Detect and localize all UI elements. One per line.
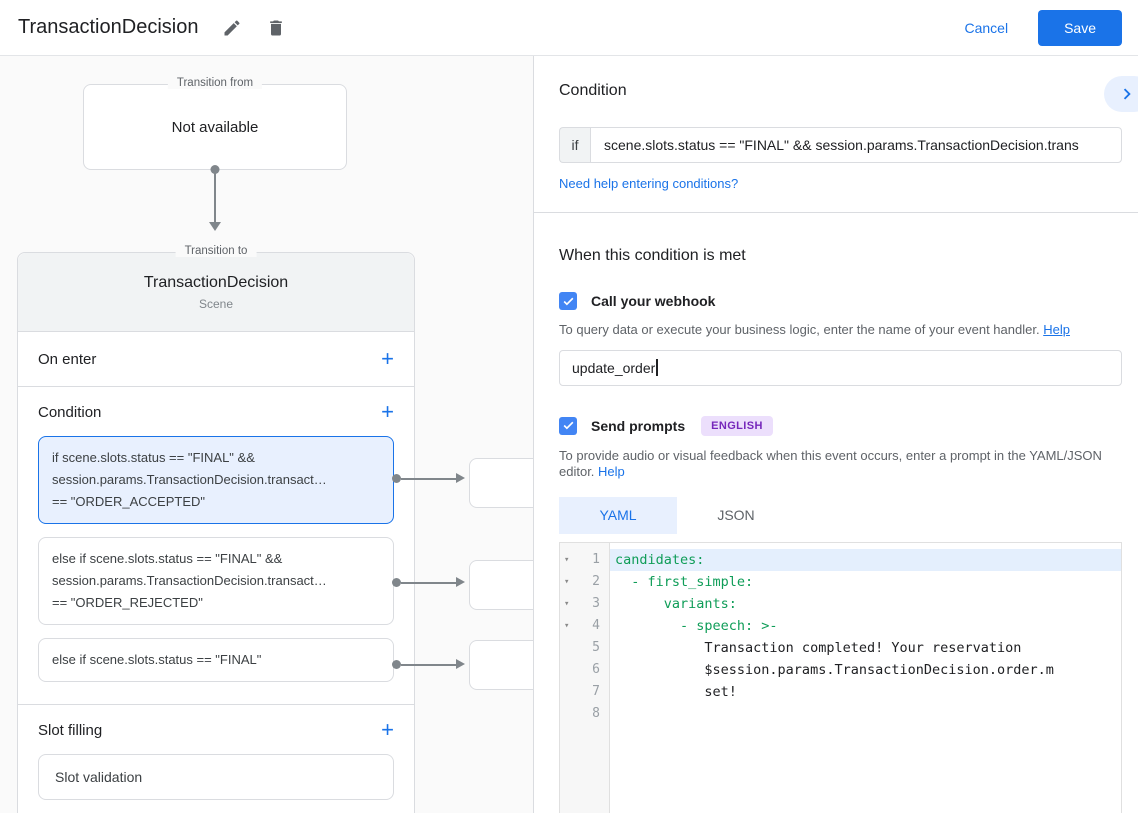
code-line[interactable] <box>610 703 1121 725</box>
line-number: 1 <box>592 552 600 567</box>
fold-arrow-icon[interactable]: ▾ <box>564 598 570 609</box>
line-number: 6 <box>592 662 600 677</box>
connector-line <box>214 169 216 222</box>
tab-yaml[interactable]: YAML <box>559 496 677 534</box>
slot-filling-section: Slot filling + Slot validation <box>18 705 414 813</box>
panel-title: Condition <box>559 82 627 99</box>
add-on-enter-button[interactable]: + <box>381 346 394 371</box>
fold-arrow-icon[interactable]: ▾ <box>564 554 570 565</box>
transition-target-box[interactable] <box>469 640 533 690</box>
slot-filling-label: Slot filling <box>38 721 103 739</box>
prompts-checkbox[interactable] <box>559 416 577 435</box>
prompts-label[interactable]: Send prompts <box>591 417 686 434</box>
transition-from-box: Transition from Not available <box>83 77 347 174</box>
connector-dot <box>392 660 401 669</box>
on-enter-section: On enter + <box>18 332 414 387</box>
condition-detail-panel: Condition if scene.slots.status == "FINA… <box>533 56 1138 813</box>
code-line[interactable]: candidates: <box>610 548 1121 571</box>
save-button[interactable]: Save <box>1038 9 1122 46</box>
fold-arrow-icon[interactable]: ▾ <box>564 576 570 587</box>
condition-section: Condition + if scene.slots.status == "FI… <box>18 387 414 704</box>
yaml-editor[interactable]: ▾ 1 ▾ 2 ▾ 3 ▾ 4 5 6 7 8 candidates: - first_simple:… <box>559 541 1122 813</box>
scene-diagram-canvas: Transition from Not available Transition… <box>0 56 533 813</box>
transition-target-box[interactable] <box>469 560 533 610</box>
webhook-label[interactable]: Call your webhook <box>591 293 716 309</box>
line-number: 5 <box>592 640 600 655</box>
line-number: 8 <box>592 706 600 721</box>
connector-line <box>401 582 456 584</box>
tab-json[interactable]: JSON <box>717 507 755 523</box>
scene-name: TransactionDecision <box>143 273 289 291</box>
page-title: TransactionDecision <box>18 16 199 38</box>
delete-scene-button[interactable] <box>266 18 286 38</box>
add-slot-button[interactable]: + <box>381 717 394 742</box>
webhook-checkbox[interactable] <box>559 292 577 310</box>
app-header: TransactionDecision Cancel Save <box>0 0 1138 56</box>
arrowhead-down-icon <box>209 222 221 231</box>
section-divider <box>18 704 414 705</box>
chevron-right-icon <box>1123 88 1131 100</box>
webhook-help-link[interactable]: Help <box>1043 322 1070 337</box>
connector-line <box>401 478 456 480</box>
webhook-hint: To query data or execute your business l… <box>559 322 1040 337</box>
code-line[interactable]: set! <box>615 683 737 700</box>
code-line[interactable]: - first_simple: <box>615 573 754 590</box>
transition-from-value: Not available <box>171 118 259 136</box>
collapse-panel-button[interactable] <box>1104 76 1138 112</box>
add-condition-button[interactable]: + <box>381 399 394 424</box>
slot-validation-card[interactable]: Slot validation <box>38 754 394 800</box>
scene-header: TransactionDecision Scene <box>18 253 414 332</box>
language-badge: ENGLISH <box>701 415 773 436</box>
panel-divider <box>534 212 1138 213</box>
code-line[interactable]: - speech: >- <box>615 617 778 634</box>
if-prefix: if <box>559 127 590 163</box>
connector-dot <box>392 578 401 587</box>
prompts-hint: To provide audio or visual feedback when… <box>559 447 1102 480</box>
arrowhead-right-icon <box>456 577 465 587</box>
scene-type: Scene <box>198 296 234 311</box>
condition-card-accepted[interactable]: if scene.slots.status == "FINAL" && sess… <box>38 436 394 524</box>
cancel-button[interactable]: Cancel <box>964 19 1009 36</box>
connector-dot <box>392 474 401 483</box>
pencil-icon <box>224 19 240 35</box>
webhook-input[interactable]: update_order <box>559 349 1122 386</box>
condition-input[interactable]: scene.slots.status == "FINAL" && session… <box>590 127 1122 163</box>
when-met-title: When this condition is met <box>559 247 746 264</box>
arrowhead-right-icon <box>456 473 465 483</box>
condition-card-rejected[interactable]: else if scene.slots.status == "FINAL" &&… <box>38 537 394 625</box>
text-cursor <box>656 359 658 376</box>
prompts-help-link[interactable]: Help <box>598 464 625 479</box>
line-number: 4 <box>592 618 600 633</box>
editor-code[interactable]: candidates: - first_simple: variants: - … <box>610 543 1121 813</box>
connector-line <box>401 664 456 666</box>
line-number: 2 <box>592 574 600 589</box>
line-number: 7 <box>592 684 600 699</box>
code-line[interactable]: $session.params.TransactionDecision.orde… <box>615 661 1054 678</box>
arrowhead-right-icon <box>456 659 465 669</box>
condition-card-final[interactable]: else if scene.slots.status == "FINAL" <box>38 638 394 682</box>
conditions-help-link[interactable]: Need help entering conditions? <box>559 176 739 191</box>
scene-card: Transition to TransactionDecision Scene … <box>17 245 415 813</box>
check-icon <box>563 421 573 430</box>
transition-from-label: Transition from <box>167 77 263 89</box>
editor-gutter: ▾ 1 ▾ 2 ▾ 3 ▾ 4 5 6 7 8 <box>560 542 610 813</box>
code-line[interactable]: Transaction completed! Your reservation <box>615 639 1022 656</box>
condition-section-label: Condition <box>38 403 102 421</box>
code-line[interactable]: variants: <box>615 595 737 612</box>
editor-format-tabs: YAML JSON <box>559 496 1122 534</box>
fold-arrow-icon[interactable]: ▾ <box>564 620 570 631</box>
line-number: 3 <box>592 596 600 611</box>
edit-scene-button[interactable] <box>222 18 242 38</box>
on-enter-label: On enter <box>38 350 97 368</box>
webhook-input-value: update_order <box>572 359 656 376</box>
condition-input-value: scene.slots.status == "FINAL" && session… <box>604 137 1079 153</box>
transition-to-label: Transition to <box>175 245 257 257</box>
transition-target-box[interactable] <box>469 458 533 508</box>
check-icon <box>563 297 573 305</box>
trash-icon <box>270 20 283 35</box>
